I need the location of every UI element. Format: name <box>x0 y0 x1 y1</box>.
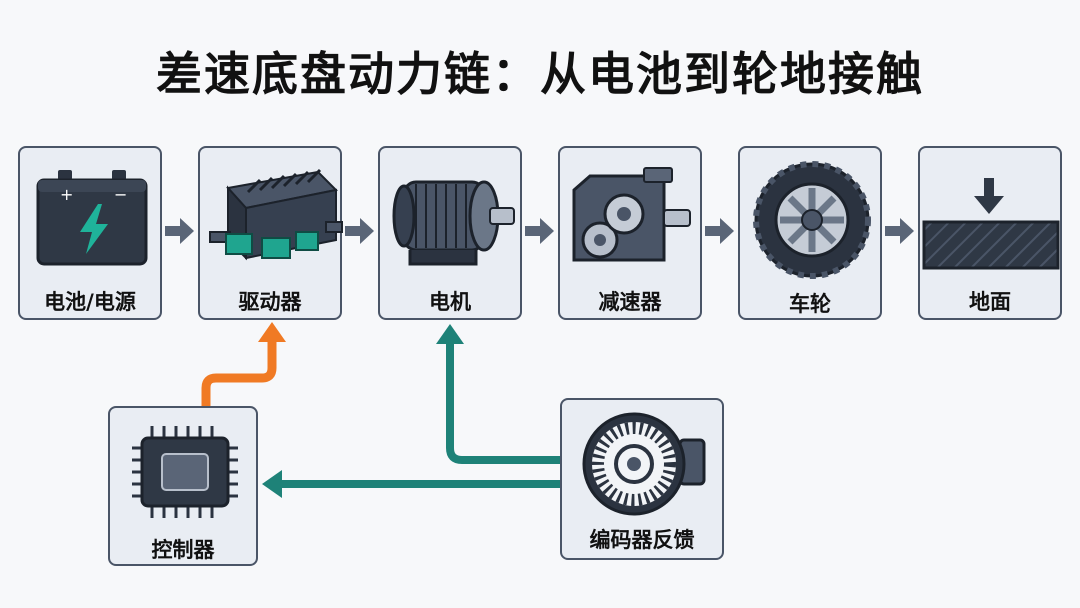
encoder-icon <box>582 412 706 516</box>
feedback-arrow-to-motor <box>436 324 560 464</box>
node-wheel: 车轮 <box>738 146 882 320</box>
battery-icon: + − <box>36 170 148 266</box>
label-reducer: 减速器 <box>598 290 662 314</box>
node-battery: + − 电池/电源 <box>18 146 162 320</box>
label-encoder: 编码器反馈 <box>589 528 695 552</box>
wheel-icon <box>753 161 871 279</box>
node-controller: 控制器 <box>108 406 258 566</box>
chain-arrow-driver-motor <box>345 218 374 244</box>
diagram-title: 差速底盘动力链：从电池到轮地接触 <box>156 47 924 101</box>
ground-icon <box>922 178 1060 270</box>
chain-arrow-battery-driver <box>165 218 194 244</box>
motor-driver-icon <box>209 168 343 261</box>
label-controller: 控制器 <box>151 538 215 562</box>
gearbox-icon <box>572 167 691 262</box>
control-signal-arrow <box>201 322 286 406</box>
label-battery: 电池/电源 <box>44 290 136 314</box>
node-driver: 驱动器 <box>198 146 343 320</box>
electric-motor-icon <box>392 180 515 266</box>
node-encoder: 编码器反馈 <box>560 398 724 560</box>
node-reducer: 减速器 <box>558 146 702 320</box>
svg-text:+: + <box>60 185 73 204</box>
node-motor: 电机 <box>378 146 522 320</box>
node-ground: 地面 <box>918 146 1062 320</box>
feedback-arrow-to-controller <box>262 470 560 498</box>
chain-arrow-motor-reducer <box>525 218 554 244</box>
label-ground: 地面 <box>969 290 1011 314</box>
chain-arrow-wheel-ground <box>885 218 914 244</box>
svg-text:−: − <box>114 185 127 204</box>
label-wheel: 车轮 <box>789 292 831 316</box>
microchip-icon <box>132 426 238 518</box>
label-driver: 驱动器 <box>238 290 302 314</box>
chain-arrow-reducer-wheel <box>705 218 734 244</box>
label-motor: 电机 <box>429 290 471 314</box>
